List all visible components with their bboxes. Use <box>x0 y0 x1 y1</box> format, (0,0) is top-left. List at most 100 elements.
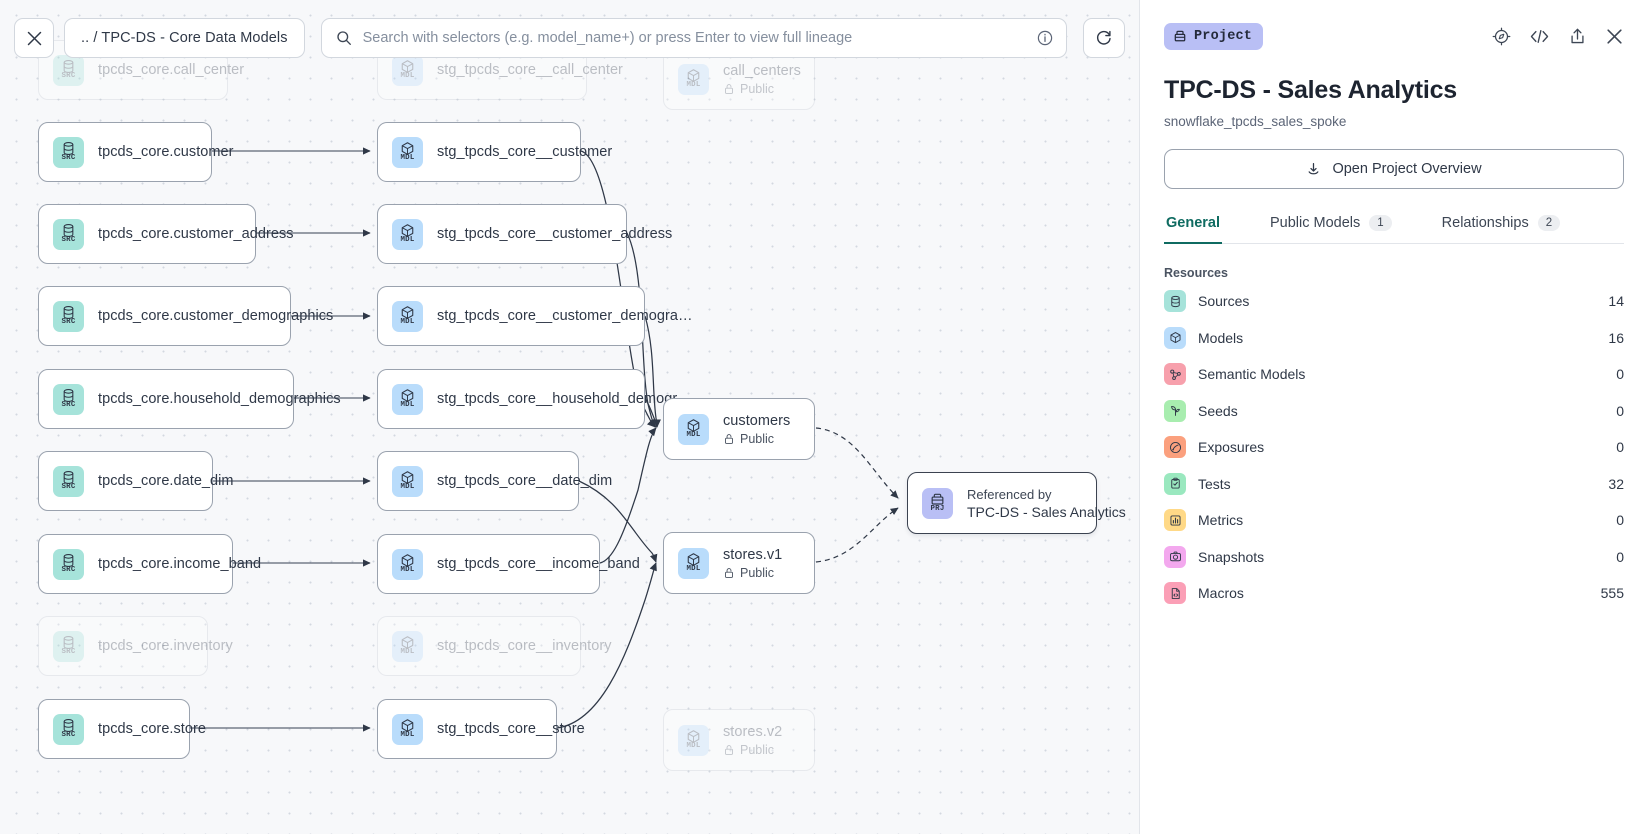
lineage-node-label: tpcds_core.inventory <box>98 638 233 654</box>
resource-row-models[interactable]: Models 16 <box>1164 323 1624 354</box>
lineage-node-src_inventory[interactable]: SRC tpcds_core.inventory <box>38 616 233 676</box>
node-badge-label: MDL <box>400 318 415 327</box>
resource-count: 0 <box>1616 548 1624 565</box>
lineage-node-mdl_customer[interactable]: MDL stg_tpcds_core__customer <box>377 122 612 182</box>
lineage-node-src_cust_demo[interactable]: SRC tpcds_core.customer_demographics <box>38 286 333 346</box>
cube-icon <box>401 142 414 156</box>
breadcrumb[interactable]: .. / TPC-DS - Core Data Models <box>64 18 305 58</box>
close-icon[interactable] <box>1605 27 1624 46</box>
cube-icon <box>400 553 415 568</box>
resource-row-sources[interactable]: Sources 14 <box>1164 286 1624 317</box>
close-panel-button[interactable] <box>14 18 54 58</box>
resource-type-chip[interactable]: Project <box>1164 22 1264 50</box>
lineage-canvas[interactable]: .. / TPC-DS - Core Data Models <box>0 0 1139 834</box>
panel-header: Project <box>1164 0 1624 60</box>
lineage-node-src_customer[interactable]: SRC tpcds_core.customer <box>38 122 233 182</box>
lineage-node-src_income_band[interactable]: SRC tpcds_core.income_band <box>38 534 261 594</box>
node-badge-mdl: MDL <box>392 136 423 168</box>
refresh-button[interactable] <box>1083 18 1125 58</box>
cube-icon <box>401 389 414 403</box>
lineage-node-src_cust_addr[interactable]: SRC tpcds_core.customer_address <box>38 204 294 264</box>
database-icon <box>63 389 74 403</box>
lineage-node-pub_stores_v2[interactable]: MDL stores.v2 Public <box>663 709 815 771</box>
code-brackets-icon[interactable] <box>1529 27 1550 46</box>
resource-row-exposures[interactable]: Exposures 0 <box>1164 432 1624 463</box>
tab-label: General <box>1166 215 1220 231</box>
lineage-node-src_date_dim[interactable]: SRC tpcds_core.date_dim <box>38 451 234 511</box>
node-badge-src: SRC <box>53 54 84 86</box>
cube-icon <box>401 719 414 733</box>
resource-row-seeds[interactable]: Seeds 0 <box>1164 396 1624 427</box>
access-label: Public <box>740 565 775 580</box>
access-label: Public <box>740 742 775 757</box>
share-icon[interactable] <box>1568 27 1587 46</box>
node-badge-label: PRJ <box>930 505 945 514</box>
lineage-node-mdl_hh_demo[interactable]: MDL stg_tpcds_core__household_demogr… <box>377 369 692 429</box>
lineage-node-pub_stores_v1[interactable]: MDL stores.v1 Public <box>663 532 815 594</box>
resource-row-semantic-models[interactable]: Semantic Models 0 <box>1164 359 1624 390</box>
database-icon <box>1164 290 1186 313</box>
lineage-node-prj_ref[interactable]: PRJ Referenced by TPC-DS - Sales Analyti… <box>907 472 1126 534</box>
tab-relationships[interactable]: Relationships 2 <box>1440 211 1562 244</box>
database-icon <box>61 388 76 403</box>
resource-row-snapshots[interactable]: Snapshots 0 <box>1164 542 1624 573</box>
panel-tabs: General Public Models 1 Relationships 2 <box>1164 211 1624 244</box>
search-input[interactable] <box>362 30 1026 46</box>
access-label: Public <box>740 81 775 96</box>
lineage-node-text: call_centers Public <box>723 63 801 96</box>
cube-icon <box>686 729 701 744</box>
tab-count: 1 <box>1369 215 1392 231</box>
clipboard-check-icon <box>1164 472 1186 495</box>
project-icon <box>1174 30 1186 42</box>
resource-row-metrics[interactable]: Metrics 0 <box>1164 505 1624 536</box>
node-badge-mdl: MDL <box>678 413 709 445</box>
info-circle-icon[interactable] <box>1037 30 1053 46</box>
database-icon <box>61 553 76 568</box>
lineage-node-mdl_cust_addr[interactable]: MDL stg_tpcds_core__customer_address <box>377 204 672 264</box>
resource-count: 32 <box>1608 475 1624 492</box>
cube-icon <box>401 224 414 238</box>
lineage-node-label: stg_tpcds_core__date_dim <box>437 473 613 489</box>
lineage-node-src_store[interactable]: SRC tpcds_core.store <box>38 699 206 759</box>
resource-row-tests[interactable]: Tests 32 <box>1164 469 1624 500</box>
panel-action-icons <box>1492 27 1624 46</box>
lineage-node-label: tpcds_core.store <box>98 721 206 737</box>
lineage-node-label: stg_tpcds_core__inventory <box>437 638 612 654</box>
lineage-node-pub_call_centers[interactable]: MDL call_centers Public <box>663 48 815 110</box>
lineage-node-mdl_store[interactable]: MDL stg_tpcds_core__store <box>377 699 585 759</box>
tab-count: 2 <box>1537 215 1561 231</box>
lineage-node-src_hh_demo[interactable]: SRC tpcds_core.household_demographics <box>38 369 341 429</box>
node-badge-label: SRC <box>61 401 76 410</box>
cube-icon <box>400 388 415 403</box>
camera-icon <box>1169 551 1181 562</box>
lock-icon <box>725 433 733 444</box>
node-badge-label: SRC <box>61 318 76 327</box>
resource-count: 0 <box>1616 512 1624 529</box>
node-badge-label: SRC <box>61 648 76 657</box>
tab-label: Relationships <box>1441 215 1529 231</box>
database-icon <box>61 305 76 320</box>
node-badge-label: SRC <box>61 483 76 492</box>
lineage-node-mdl_cust_demo[interactable]: MDL stg_tpcds_core__customer_demogra… <box>377 286 692 346</box>
lineage-node-mdl_date_dim[interactable]: MDL stg_tpcds_core__date_dim <box>377 451 612 511</box>
lineage-node-label: tpcds_core.customer_demographics <box>98 308 334 324</box>
resource-row-macros[interactable]: Macros 555 <box>1164 578 1624 609</box>
lock-icon <box>725 744 733 755</box>
compass-icon[interactable] <box>1492 27 1511 46</box>
tab-general[interactable]: General <box>1164 211 1222 244</box>
node-badge-src: SRC <box>53 465 84 497</box>
lineage-node-label: stores.v2 <box>723 723 783 740</box>
cube-icon <box>686 552 701 567</box>
cube-icon <box>1169 332 1181 344</box>
cube-icon <box>687 730 700 744</box>
lineage-node-label: stg_tpcds_core__customer <box>437 144 613 160</box>
project-icon <box>930 492 945 505</box>
search-bar[interactable] <box>320 18 1067 58</box>
lineage-node-pub_customers[interactable]: MDL customers Public <box>663 398 815 460</box>
lineage-node-mdl_income_band[interactable]: MDL stg_tpcds_core__income_band <box>377 534 640 594</box>
lineage-node-mdl_inventory[interactable]: MDL stg_tpcds_core__inventory <box>377 616 612 676</box>
resource-name: Semantic Models <box>1198 366 1306 383</box>
tab-public-models[interactable]: Public Models 1 <box>1268 211 1394 244</box>
page-subtitle: snowflake_tpcds_sales_spoke <box>1164 114 1347 129</box>
open-project-overview-button[interactable]: Open Project Overview <box>1164 149 1624 189</box>
